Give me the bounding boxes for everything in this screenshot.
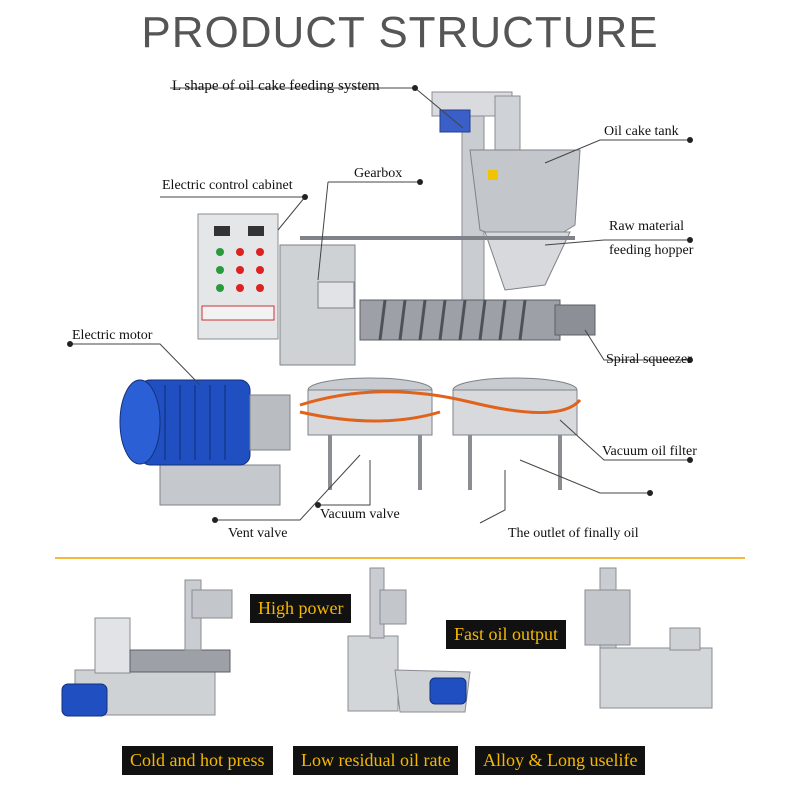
- label-electric-cabinet: Electric control cabinet: [162, 178, 293, 193]
- leader-dots: [67, 85, 693, 523]
- label-oil-cake-tank: Oil cake tank: [604, 124, 679, 139]
- electric-motor: [119, 379, 291, 506]
- thumb-machine-right: [584, 567, 713, 709]
- label-gearbox: Gearbox: [354, 166, 403, 181]
- label-raw-material: Raw material: [609, 219, 685, 234]
- feeding-hopper: [484, 231, 571, 291]
- label-outlet-oil: The outlet of finally oil: [508, 526, 639, 541]
- thumb-machine-middle: [347, 567, 471, 713]
- label-vent-valve: Vent valve: [228, 526, 288, 541]
- thumb-machine-left: [61, 579, 233, 717]
- leader-lines: [70, 87, 690, 524]
- badge-alloy-long-uselife: Alloy & Long uselife: [475, 746, 646, 775]
- electric-cabinet: [197, 213, 279, 340]
- page-title: PRODUCT STRUCTURE: [141, 8, 659, 57]
- badge-cold-hot-press: Cold and hot press: [122, 746, 273, 775]
- badge-high-power: High power: [250, 594, 352, 623]
- label-vacuum-oil-filter: Vacuum oil filter: [602, 444, 697, 459]
- label-vacuum-valve: Vacuum valve: [320, 507, 400, 522]
- spiral-squeezer: [300, 236, 596, 341]
- label-spiral-squeezer: Spiral squeezer: [606, 352, 692, 367]
- label-feeding-hopper: feeding hopper: [609, 243, 694, 258]
- section-divider: [55, 557, 745, 559]
- vacuum-oil-filters: [299, 377, 582, 490]
- badge-low-residual: Low residual oil rate: [293, 746, 459, 775]
- label-l-shape-feeding: L shape of oil cake feeding system: [172, 78, 380, 94]
- label-electric-motor: Electric motor: [72, 328, 153, 343]
- gearbox: [279, 244, 356, 366]
- badge-fast-oil-output: Fast oil output: [446, 620, 567, 649]
